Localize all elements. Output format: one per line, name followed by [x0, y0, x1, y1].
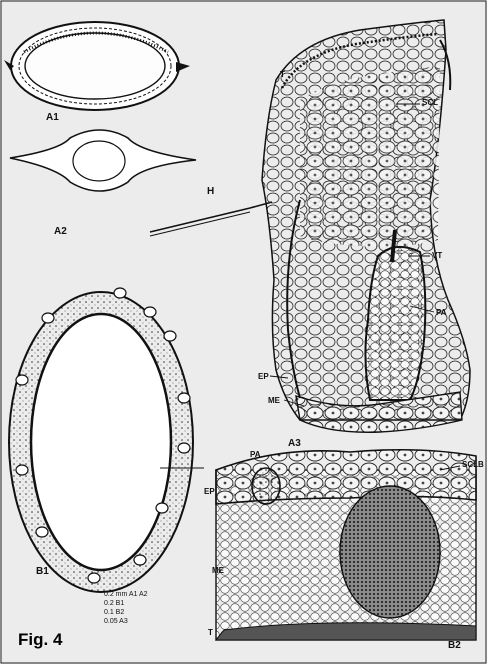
label-b2: B2 [448, 640, 461, 651]
panel-b2-drawing [216, 450, 476, 640]
label-vt: VT [432, 251, 442, 260]
label-ep-b1: EP [204, 487, 215, 496]
label-ep-a3: EP [258, 372, 269, 381]
label-h: H [207, 186, 214, 197]
label-b1: B1 [36, 566, 49, 577]
scale-bar-a3: 0.05 A3 [104, 617, 148, 626]
label-scl: SCL [422, 98, 438, 107]
scale-bar-a1a2: 0.2 mm A1 A2 [104, 590, 148, 599]
label-me-b2: ME [212, 566, 224, 575]
label-pa-b2: PA [250, 450, 261, 459]
scale-bar-b2: 0.1 B2 [104, 608, 148, 617]
scale-bars: 0.2 mm A1 A2 0.2 B1 0.1 B2 0.05 A3 [104, 590, 148, 626]
label-a3: A3 [288, 438, 301, 449]
label-sclb: SCLB [462, 460, 484, 469]
label-a2: A2 [54, 226, 67, 237]
scale-bar-b1: 0.2 B1 [104, 599, 148, 608]
label-t-b2: T [208, 628, 213, 637]
label-me-a3: ME [268, 396, 280, 405]
label-a1: A1 [46, 112, 59, 123]
label-pa: PA [436, 308, 447, 317]
label-t-a3: T [280, 70, 285, 79]
figure-label: Fig. 4 [18, 630, 62, 650]
